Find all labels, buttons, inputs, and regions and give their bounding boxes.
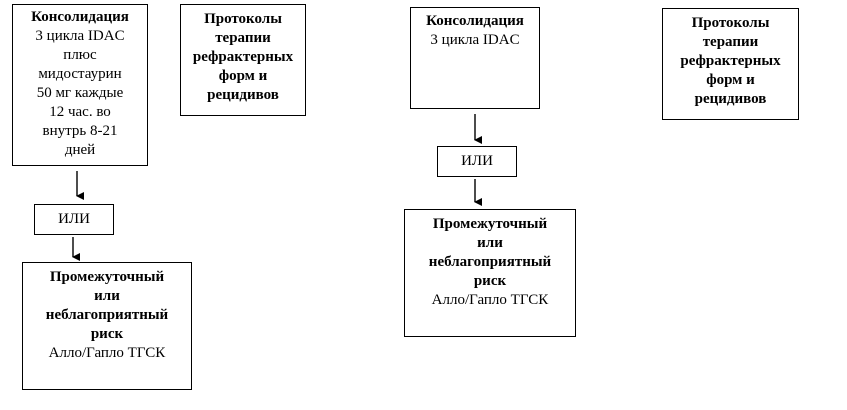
right-protocols-line: рефрактерных	[680, 53, 781, 69]
left-protocols-line: рефрактерных	[192, 49, 294, 65]
left-protocols-line: терапии	[215, 30, 271, 46]
right-risk-box: Промежуточный или неблагоприятный риск А…	[404, 209, 576, 337]
right-risk-title-line: или	[477, 235, 503, 251]
right-consolidation-box: Консолидация 3 цикла IDAC	[410, 7, 540, 109]
right-protocols-line: форм и	[706, 72, 755, 88]
left-risk-text: Алло/Гапло ТГСК	[48, 345, 166, 361]
left-consolidation-title: Консолидация	[31, 9, 129, 25]
left-or-box: ИЛИ	[34, 204, 114, 235]
left-consolidation-line: 3 цикла IDAC	[35, 28, 125, 44]
right-consolidation-title: Консолидация	[426, 13, 524, 29]
right-risk-title-line: неблагоприятный	[428, 254, 552, 270]
right-protocols-box: Протоколы терапии рефрактерных форм и ре…	[662, 8, 799, 120]
left-consolidation-line: плюс	[63, 47, 97, 63]
left-consolidation-box: Консолидация 3 цикла IDAC плюс мидостаур…	[12, 4, 148, 166]
right-protocols-line: рецидивов	[694, 91, 767, 107]
left-risk-title-line: или	[94, 288, 120, 304]
right-consolidation-line: 3 цикла IDAC	[430, 32, 520, 48]
right-risk-title-line: Промежуточный	[432, 216, 548, 232]
left-consolidation-line: мидостаурин	[38, 66, 122, 82]
right-or-box: ИЛИ	[437, 146, 517, 177]
right-risk-text: Алло/Гапло ТГСК	[431, 292, 549, 308]
right-risk-title-line: риск	[473, 273, 507, 289]
left-risk-title-line: Промежуточный	[49, 269, 165, 285]
left-consolidation-line: внутрь 8-21	[42, 123, 118, 139]
left-risk-title-line: неблагоприятный	[45, 307, 169, 323]
left-risk-box: Промежуточный или неблагоприятный риск А…	[22, 262, 192, 390]
left-consolidation-line: 12 час. во	[49, 104, 111, 120]
left-risk-title-line: риск	[90, 326, 124, 342]
right-or-label: ИЛИ	[461, 153, 493, 169]
left-consolidation-line: дней	[64, 142, 96, 158]
left-protocols-line: рецидивов	[207, 87, 279, 103]
left-consolidation-line: 50 мг каждые	[36, 85, 124, 101]
left-protocols-box: Протоколы терапии рефрактерных форм и ре…	[180, 4, 306, 116]
right-protocols-line: Протоколы	[691, 15, 770, 31]
left-protocols-line: форм и	[218, 68, 268, 84]
left-or-label: ИЛИ	[58, 211, 90, 227]
left-protocols-line: Протоколы	[204, 11, 282, 27]
right-protocols-line: терапии	[702, 34, 759, 50]
